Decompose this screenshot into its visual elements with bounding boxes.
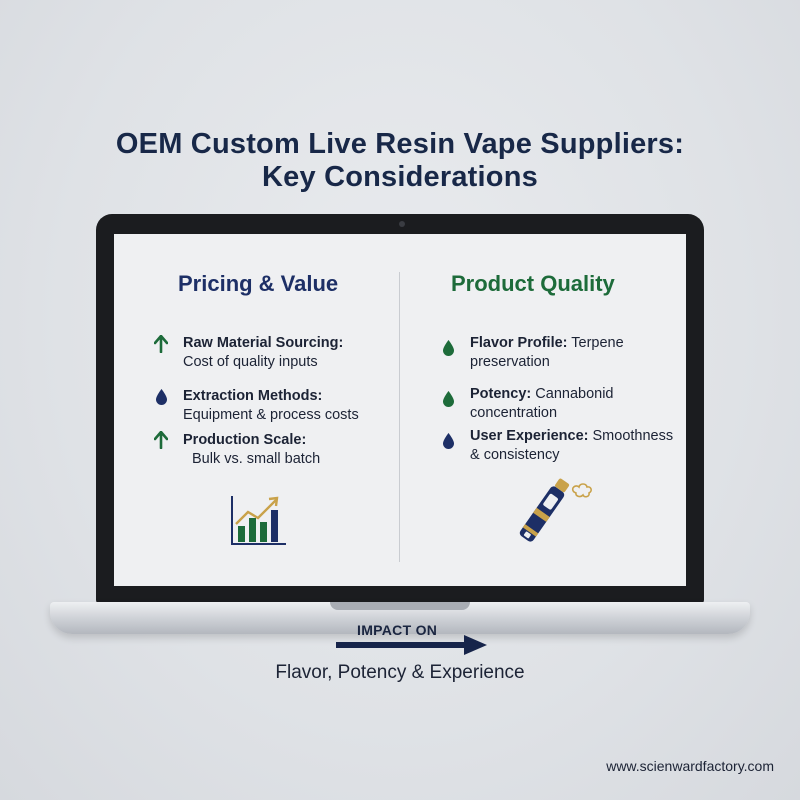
pricing-heading: Pricing & Value — [178, 271, 339, 296]
list-item: Extraction Methods: Equipment & process … — [183, 387, 359, 425]
list-item: Flavor Profile: Terpene preservation — [470, 334, 624, 372]
item-text-line2: & consistency — [470, 447, 560, 463]
item-label: Potency: — [470, 386, 532, 402]
laptop-screen — [114, 234, 686, 586]
droplet-icon — [156, 389, 167, 405]
item-label: Flavor Profile: — [470, 335, 568, 351]
list-item: Raw Material Sourcing: Cost of quality i… — [183, 334, 343, 372]
title-line-1: OEM Custom Live Resin Vape Suppliers: — [115, 128, 685, 160]
list-item: Production Scale: Bulk vs. small batch — [183, 431, 320, 469]
item-text: Cannabonid — [535, 386, 614, 402]
item-label: Extraction Methods: — [183, 388, 323, 404]
webcam — [399, 221, 405, 227]
list-item: User Experience: Smoothness & consistenc… — [470, 427, 673, 465]
item-label: User Experience: — [470, 428, 589, 444]
arrow-right-icon — [336, 635, 487, 655]
arrow-up-icon — [154, 431, 168, 449]
impact-label: IMPACT ON — [357, 622, 438, 638]
item-text: Cost of quality inputs — [183, 354, 318, 370]
column-divider — [399, 272, 400, 562]
item-text: Equipment & process costs — [183, 407, 359, 423]
item-text: Smoothness — [592, 428, 674, 444]
item-label: Raw Material Sourcing: — [183, 335, 344, 351]
item-text: Bulk vs. small batch — [192, 451, 321, 467]
item-label: Production Scale: — [183, 432, 307, 448]
list-item: Potency: Cannabonid concentration — [470, 385, 614, 423]
item-text-line2: concentration — [470, 405, 558, 421]
impact-text: Flavor, Potency & Experience — [275, 662, 525, 683]
bar-chart-growth-icon — [231, 496, 286, 545]
vape-pen-icon — [519, 478, 592, 542]
droplet-icon — [443, 340, 454, 356]
footer-url: www.scienwardfactory.com — [606, 758, 774, 774]
droplet-icon — [443, 433, 454, 449]
item-text: Terpene — [571, 335, 624, 351]
title-line-2: Key Considerations — [262, 161, 538, 193]
arrow-up-icon — [154, 335, 168, 353]
item-text-line2: preservation — [470, 354, 550, 370]
laptop-notch — [330, 602, 470, 610]
quality-heading: Product Quality — [451, 271, 615, 296]
droplet-icon — [443, 391, 454, 407]
